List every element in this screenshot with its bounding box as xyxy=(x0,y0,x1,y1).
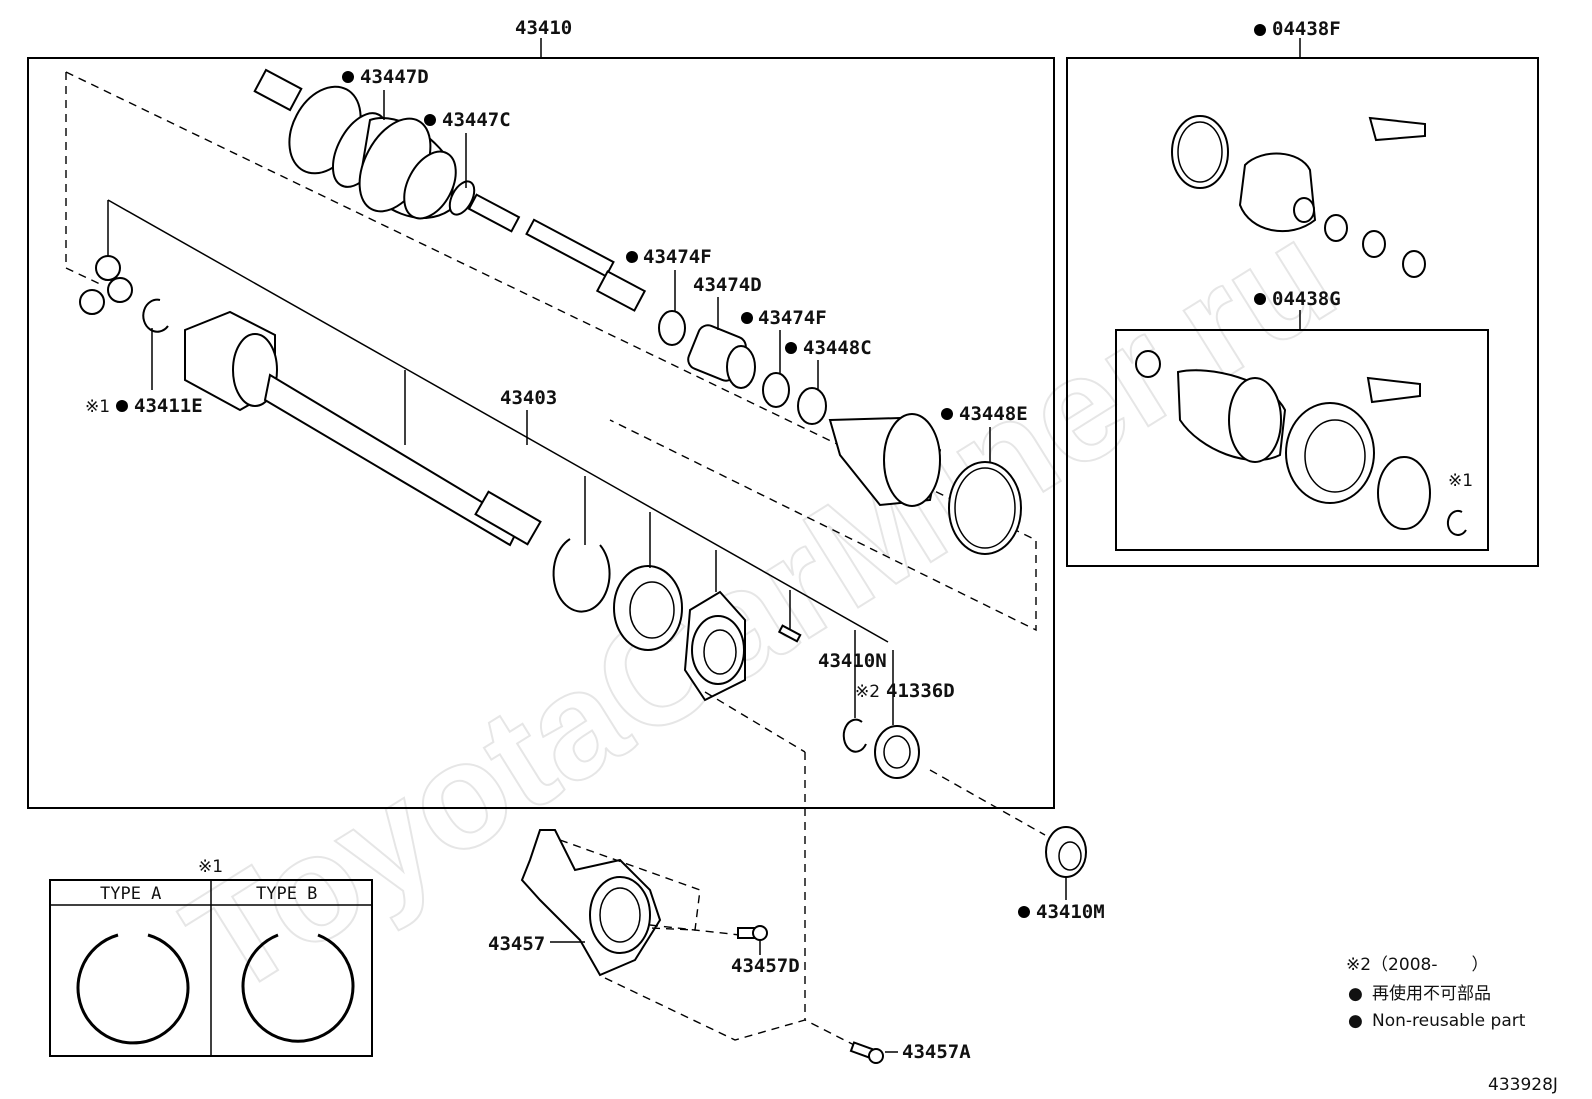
ring-43410N xyxy=(842,718,867,753)
kit-f-parts xyxy=(1171,115,1426,278)
label-type-a: TYPE A xyxy=(100,884,161,904)
bearing-housing xyxy=(683,590,746,702)
ring-type-b xyxy=(241,933,355,1043)
label-43457: 43457 xyxy=(488,933,545,955)
bearing xyxy=(613,565,683,651)
outer-cv-joint xyxy=(253,68,647,312)
kit-g-parts xyxy=(1135,350,1467,536)
legend-dot-2: ● xyxy=(1348,1011,1363,1031)
label-43403: 43403 xyxy=(500,387,557,409)
label-43474D: 43474D xyxy=(693,274,762,296)
clamp-43448E xyxy=(948,461,1022,555)
label-43457A: 43457A xyxy=(902,1041,971,1063)
bolt-43457A xyxy=(849,1041,884,1064)
label-43474F-b: 43474F xyxy=(758,307,827,329)
label-type-b: TYPE B xyxy=(256,884,317,904)
clamp-43474F-a xyxy=(658,310,686,346)
label-43411E: 43411E xyxy=(134,395,203,417)
clamp-43474F-b xyxy=(762,372,790,408)
inboard-shaft xyxy=(184,310,542,547)
legend-dot-1: ● xyxy=(1348,984,1363,1004)
legend-jp: 再使用不可部品 xyxy=(1372,983,1491,1004)
clamp-43448C xyxy=(797,387,827,425)
label-43457D: 43457D xyxy=(731,955,800,977)
note-snap-ring: ※1 xyxy=(85,397,110,417)
boot-kit-inner-frame xyxy=(1115,329,1489,551)
pin xyxy=(777,624,802,643)
note-seal: ※2 xyxy=(855,682,880,702)
label-43410N: 43410N xyxy=(818,650,887,672)
inset-note: ※1 xyxy=(198,857,223,877)
label-43448E: 43448E xyxy=(959,403,1028,425)
inner-boot xyxy=(828,413,942,507)
label-04438F: 04438F xyxy=(1272,18,1341,40)
diagram-code: 433928J xyxy=(1488,1075,1558,1095)
ring-type-a xyxy=(76,933,190,1045)
bolt-43457D xyxy=(737,925,768,941)
dust-seal xyxy=(1045,826,1087,878)
label-43447C: 43447C xyxy=(442,109,511,131)
label-41336D: 41336D xyxy=(886,680,955,702)
bracket xyxy=(520,829,662,977)
label-04438G: 04438G xyxy=(1272,288,1341,310)
damper xyxy=(687,324,756,389)
tripod-joint xyxy=(79,255,133,315)
label-43447D: 43447D xyxy=(360,66,429,88)
kit-note: ※1 xyxy=(1448,471,1473,491)
legend-en: Non-reusable part xyxy=(1372,1011,1526,1031)
boot-kit-frame xyxy=(1066,57,1539,567)
seal-41336D xyxy=(874,725,920,779)
snap-ring-43411E xyxy=(142,298,169,333)
label-43410: 43410 xyxy=(515,17,572,39)
label-43410M: 43410M xyxy=(1036,901,1105,923)
label-43474F-a: 43474F xyxy=(643,246,712,268)
legend-note2: ※2（2008- ） xyxy=(1346,955,1488,975)
label-43448C: 43448C xyxy=(803,337,872,359)
retainer-ring xyxy=(552,538,611,613)
